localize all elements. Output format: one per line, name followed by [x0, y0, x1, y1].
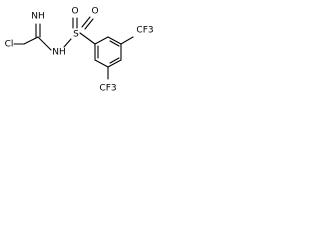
ring-bond: [107, 59, 122, 68]
cf3-top-label: CF3: [136, 26, 153, 36]
s-ring-bond: [79, 32, 96, 45]
ring-bond: [94, 59, 109, 68]
chlorine-label: Cl: [5, 40, 14, 50]
ring-inner-bond: [109, 40, 120, 47]
s-o-right-bond-1: [84, 18, 94, 30]
ring-bond: [107, 36, 122, 45]
ch2-bond: [23, 36, 39, 45]
amide-nh-label: NH: [52, 48, 66, 58]
sulfonyl-o-right-label: O: [91, 7, 98, 17]
s-nh-bond: [63, 38, 72, 48]
cf3-bottom-label: CF3: [99, 84, 116, 94]
ring-bond: [94, 36, 109, 45]
nh-amidine-bond: [37, 36, 52, 51]
bonds: [13, 16, 134, 80]
chemical-structure: Cl NH S O O NH CF3 CF3: [5, 7, 154, 94]
ring-inner-bond: [109, 57, 120, 64]
sulfonyl-o-left-label: O: [71, 7, 78, 17]
s-o-right-bond-2: [81, 16, 91, 28]
atom-labels: Cl NH S O O NH CF3 CF3: [5, 7, 154, 94]
imine-nh-label: NH: [31, 12, 45, 22]
cf3-top-bond: [120, 36, 134, 45]
sulfonyl-s-label: S: [73, 30, 79, 40]
